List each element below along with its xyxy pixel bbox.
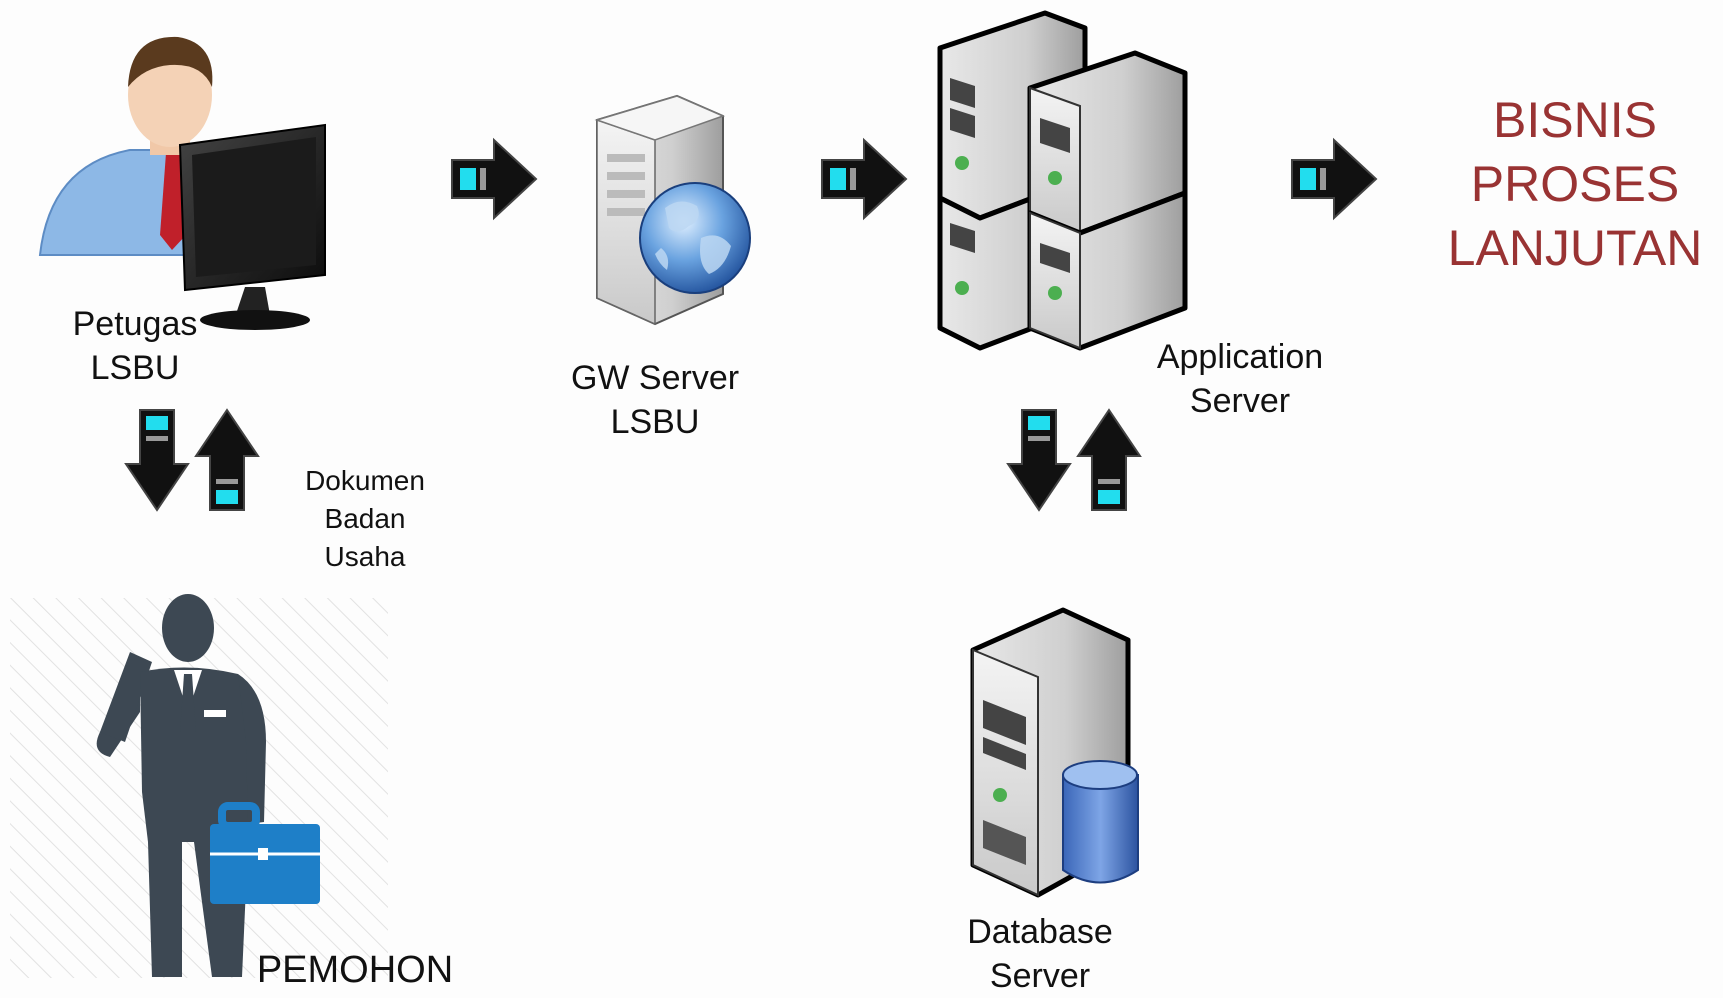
bisnis-label: BISNIS PROSES LANJUTAN	[1447, 92, 1703, 276]
db-server-label: Database Server	[967, 913, 1113, 995]
arrow-right-icon	[451, 137, 538, 221]
app-server-label: Application Server	[1156, 338, 1324, 420]
arrow-down-icon	[124, 409, 190, 512]
arrow-down-icon	[1006, 409, 1072, 512]
arrow-up-icon	[194, 408, 260, 511]
petugas-label: Petugas LSBU	[72, 305, 198, 387]
gw-server-label: GW Server LSBU	[570, 359, 740, 441]
database-server-icon	[970, 607, 1139, 898]
pemohon-label: PEMOHON	[256, 949, 454, 991]
arrow-up-icon	[1076, 408, 1142, 511]
businessman-briefcase-icon	[96, 594, 320, 977]
web-server-globe-icon	[594, 94, 751, 326]
person-at-computer-icon	[38, 36, 326, 330]
dokumen-label: Dokumen Badan Usaha	[305, 465, 425, 572]
arrow-right-icon	[1291, 137, 1378, 221]
arrow-right-icon	[821, 137, 908, 221]
server-cluster-icon	[937, 10, 1188, 351]
